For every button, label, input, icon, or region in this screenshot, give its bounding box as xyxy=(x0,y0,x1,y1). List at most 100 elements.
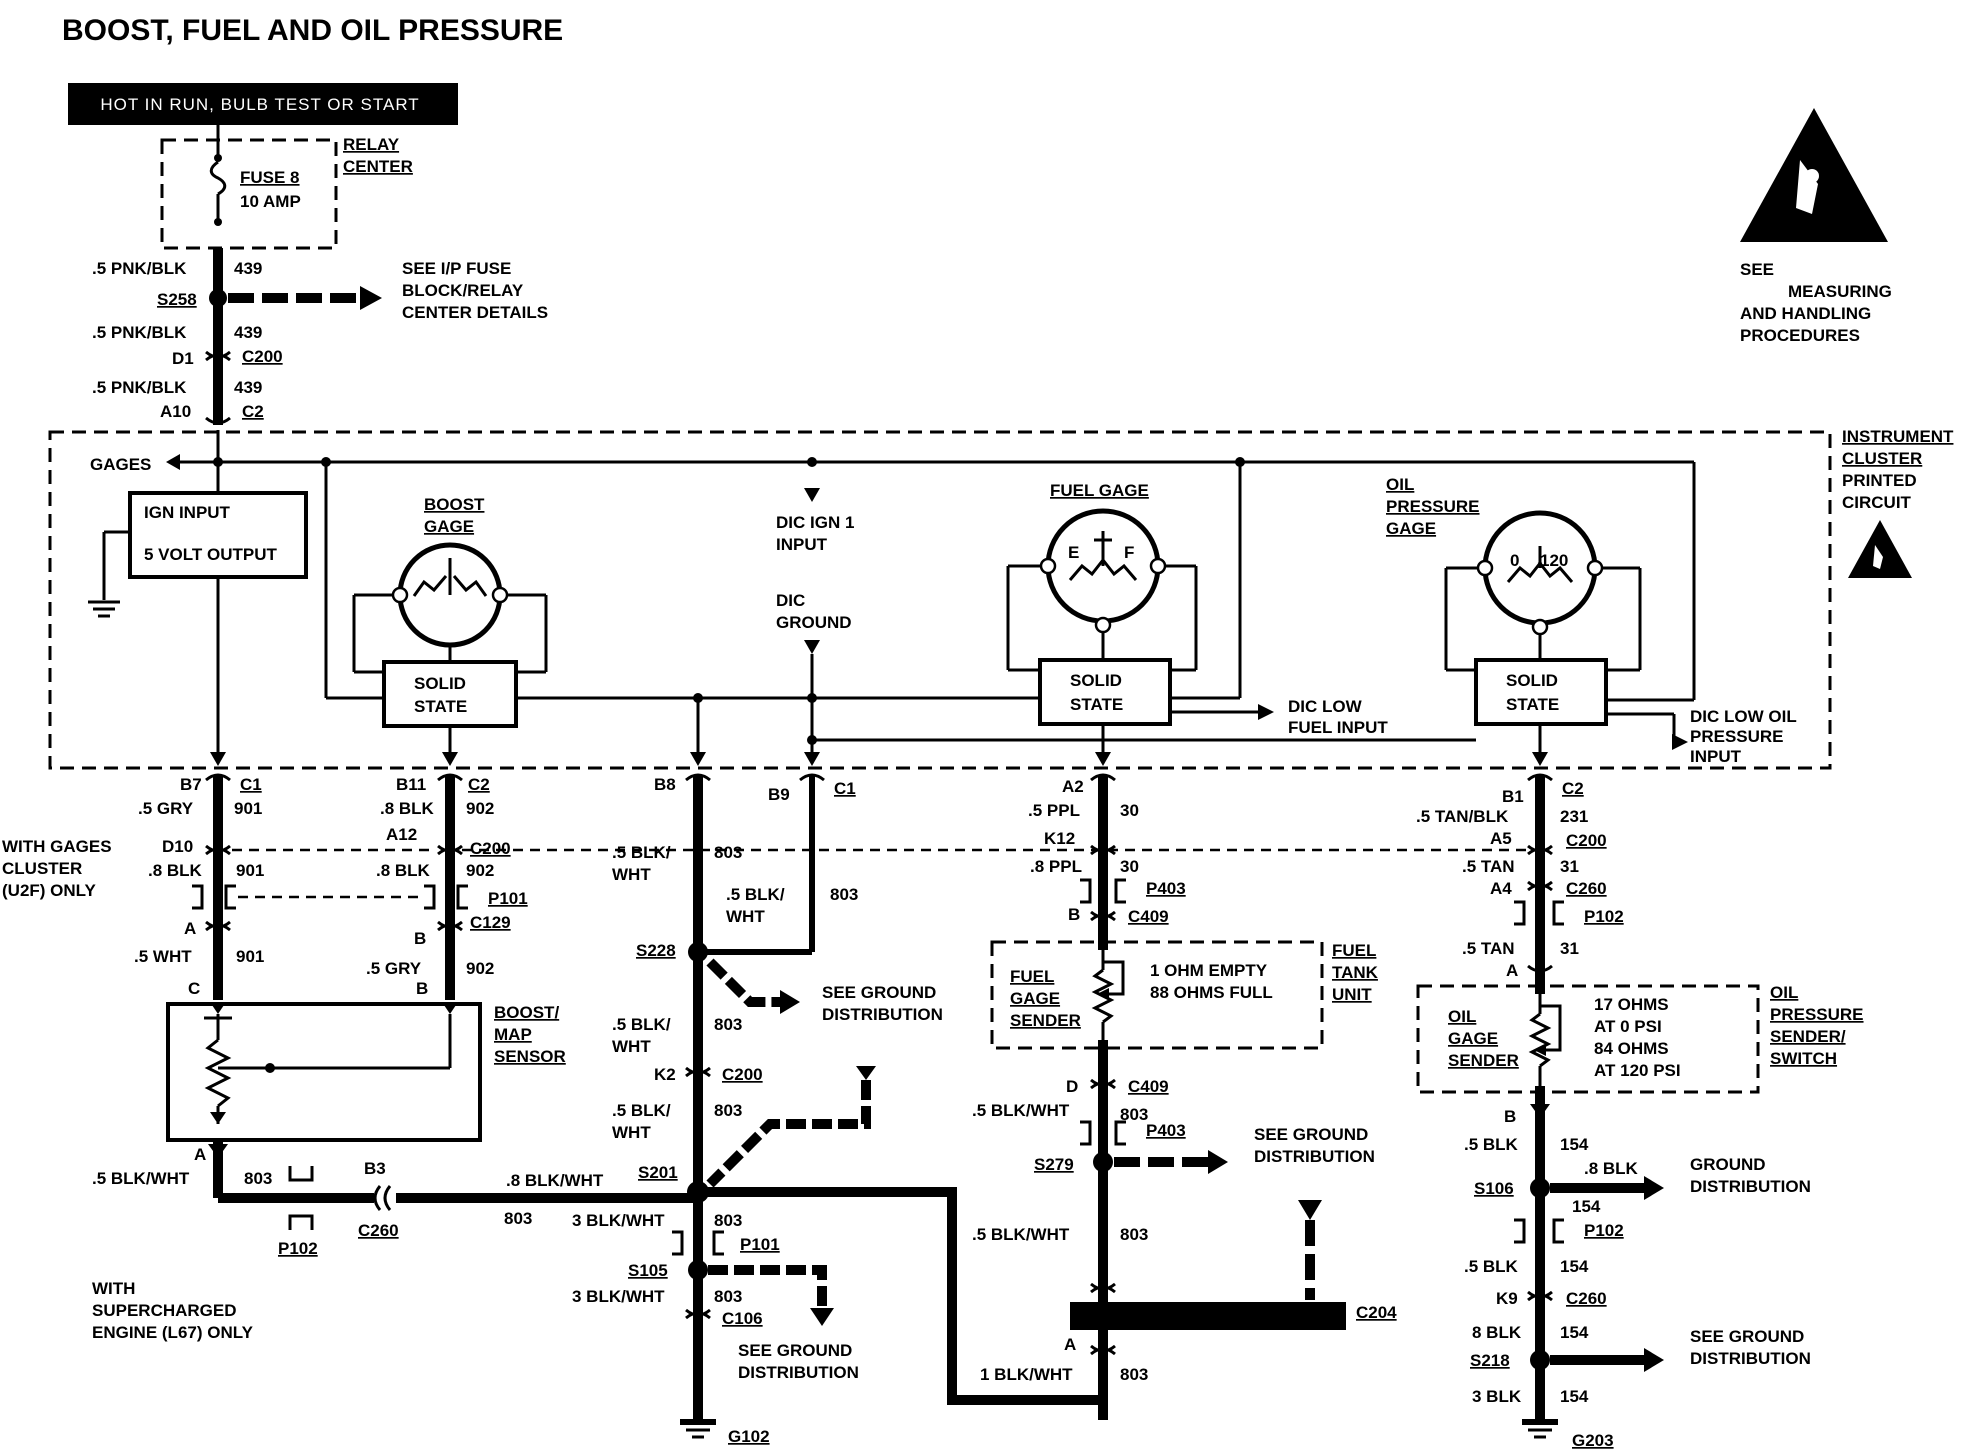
svg-text:803: 803 xyxy=(504,1209,532,1228)
svg-text:B7: B7 xyxy=(180,775,202,794)
svg-text:803: 803 xyxy=(1120,1225,1148,1244)
hot-bar-text: HOT IN RUN, BULB TEST OR START xyxy=(100,95,419,114)
svg-text:B1: B1 xyxy=(1502,787,1524,806)
svg-text:C: C xyxy=(188,979,200,998)
svg-text:.5 BLK/: .5 BLK/ xyxy=(612,843,671,862)
svg-text:A: A xyxy=(1064,1335,1076,1354)
svg-text:C409: C409 xyxy=(1128,1077,1169,1096)
svg-text:K9: K9 xyxy=(1496,1289,1518,1308)
svg-text:WHT: WHT xyxy=(612,1123,651,1142)
svg-text:A: A xyxy=(194,1145,206,1164)
svg-text:GAGE: GAGE xyxy=(1010,989,1060,1008)
svg-text:31: 31 xyxy=(1560,939,1579,958)
svg-text:WITH GAGES: WITH GAGES xyxy=(2,837,112,856)
svg-text:B: B xyxy=(416,979,428,998)
svg-text:BOOST/: BOOST/ xyxy=(494,1003,559,1022)
svg-text:CLUSTER: CLUSTER xyxy=(1842,449,1922,468)
svg-text:C409: C409 xyxy=(1128,907,1169,926)
svg-text:A: A xyxy=(184,919,196,938)
svg-text:P403: P403 xyxy=(1146,1121,1186,1140)
svg-text:DISTRIBUTION: DISTRIBUTION xyxy=(1690,1349,1811,1368)
svg-text:DISTRIBUTION: DISTRIBUTION xyxy=(1254,1147,1375,1166)
svg-text:WHT: WHT xyxy=(612,1037,651,1056)
svg-text:P403: P403 xyxy=(1146,879,1186,898)
svg-text:B9: B9 xyxy=(768,785,790,804)
svg-text:803: 803 xyxy=(244,1169,272,1188)
svg-text:DISTRIBUTION: DISTRIBUTION xyxy=(822,1005,943,1024)
svg-text:CLUSTER: CLUSTER xyxy=(2,859,82,878)
svg-text:SEE GROUND: SEE GROUND xyxy=(738,1341,852,1360)
svg-text:154: 154 xyxy=(1560,1323,1589,1342)
svg-text:GROUND: GROUND xyxy=(776,613,852,632)
svg-text:WHT: WHT xyxy=(612,865,651,884)
svg-text:STATE: STATE xyxy=(1506,695,1559,714)
svg-text:SENSOR: SENSOR xyxy=(494,1047,566,1066)
diagram-title: BOOST, FUEL AND OIL PRESSURE xyxy=(62,14,563,47)
svg-text:RELAY: RELAY xyxy=(343,135,400,154)
svg-text:SEE GROUND: SEE GROUND xyxy=(1254,1125,1368,1144)
svg-text:SENDER/: SENDER/ xyxy=(1770,1027,1846,1046)
svg-text:ENGINE (L67) ONLY: ENGINE (L67) ONLY xyxy=(92,1323,254,1342)
svg-text:INPUT: INPUT xyxy=(1690,747,1742,766)
svg-text:10 AMP: 10 AMP xyxy=(240,192,301,211)
svg-text:P102: P102 xyxy=(1584,1221,1624,1240)
svg-text:BLOCK/RELAY: BLOCK/RELAY xyxy=(402,281,524,300)
svg-text:C200: C200 xyxy=(470,839,511,858)
svg-text:439: 439 xyxy=(234,323,262,342)
svg-text:.8 BLK/WHT: .8 BLK/WHT xyxy=(506,1171,604,1190)
svg-text:D: D xyxy=(1066,1077,1078,1096)
svg-text:803: 803 xyxy=(714,1015,742,1034)
svg-text:OIL: OIL xyxy=(1448,1007,1476,1026)
svg-text:803: 803 xyxy=(714,843,742,862)
svg-text:K12: K12 xyxy=(1044,829,1075,848)
svg-text:SUPERCHARGED: SUPERCHARGED xyxy=(92,1301,237,1320)
svg-text:P101: P101 xyxy=(488,889,528,908)
oil-pressure-sender-switch xyxy=(1416,984,1760,1094)
svg-text:SOLID: SOLID xyxy=(1506,671,1558,690)
svg-text:.5 BLK: .5 BLK xyxy=(1464,1257,1519,1276)
svg-text:B: B xyxy=(414,929,426,948)
svg-text:B: B xyxy=(1504,1107,1516,1126)
svg-text:154: 154 xyxy=(1560,1257,1589,1276)
svg-text:231: 231 xyxy=(1560,807,1588,826)
svg-text:.8 BLK: .8 BLK xyxy=(148,861,203,880)
svg-text:.5 TAN: .5 TAN xyxy=(1462,857,1515,876)
hot-bar: HOT IN RUN, BULB TEST OR START xyxy=(68,83,458,125)
instrument-cluster-boundary xyxy=(48,430,1832,770)
svg-text:.5 BLK/WHT: .5 BLK/WHT xyxy=(972,1101,1070,1120)
svg-text:DIC: DIC xyxy=(776,591,805,610)
svg-text:OIL: OIL xyxy=(1386,475,1414,494)
svg-text:D1: D1 xyxy=(172,349,194,368)
svg-text:1 BLK/WHT: 1 BLK/WHT xyxy=(980,1365,1073,1384)
boost-solid-state xyxy=(382,660,518,728)
svg-text:E: E xyxy=(1068,543,1079,562)
svg-text:(U2F) ONLY: (U2F) ONLY xyxy=(2,881,96,900)
svg-text:A10: A10 xyxy=(160,402,191,421)
svg-text:3 BLK/WHT: 3 BLK/WHT xyxy=(572,1287,665,1306)
splice-s279: S279 xyxy=(1034,1155,1074,1174)
svg-text:902: 902 xyxy=(466,861,494,880)
splice-s105: S105 xyxy=(628,1261,668,1280)
svg-text:SEE GROUND: SEE GROUND xyxy=(822,983,936,1002)
svg-text:C2: C2 xyxy=(468,775,490,794)
svg-text:.5 PNK/BLK: .5 PNK/BLK xyxy=(92,378,187,397)
svg-text:FUEL GAGE: FUEL GAGE xyxy=(1050,481,1149,500)
svg-text:30: 30 xyxy=(1120,801,1139,820)
svg-text:FUEL: FUEL xyxy=(1332,941,1376,960)
fuse-8-label: FUSE 8 xyxy=(240,168,300,187)
svg-text:PRESSURE: PRESSURE xyxy=(1386,497,1480,516)
svg-text:CIRCUIT: CIRCUIT xyxy=(1842,493,1912,512)
svg-text:WITH: WITH xyxy=(92,1279,135,1298)
svg-text:TANK: TANK xyxy=(1332,963,1379,982)
svg-text:SENDER: SENDER xyxy=(1010,1011,1081,1030)
svg-text:154: 154 xyxy=(1572,1197,1601,1216)
svg-text:P102: P102 xyxy=(278,1239,318,1258)
fuel-tank-unit xyxy=(990,940,1324,1050)
svg-text:A: A xyxy=(1506,961,1518,980)
svg-text:A4: A4 xyxy=(1490,879,1512,898)
svg-text:902: 902 xyxy=(466,799,494,818)
svg-text:MEASURING: MEASURING xyxy=(1788,282,1892,301)
svg-text:A2: A2 xyxy=(1062,777,1084,796)
svg-text:C200: C200 xyxy=(722,1065,763,1084)
